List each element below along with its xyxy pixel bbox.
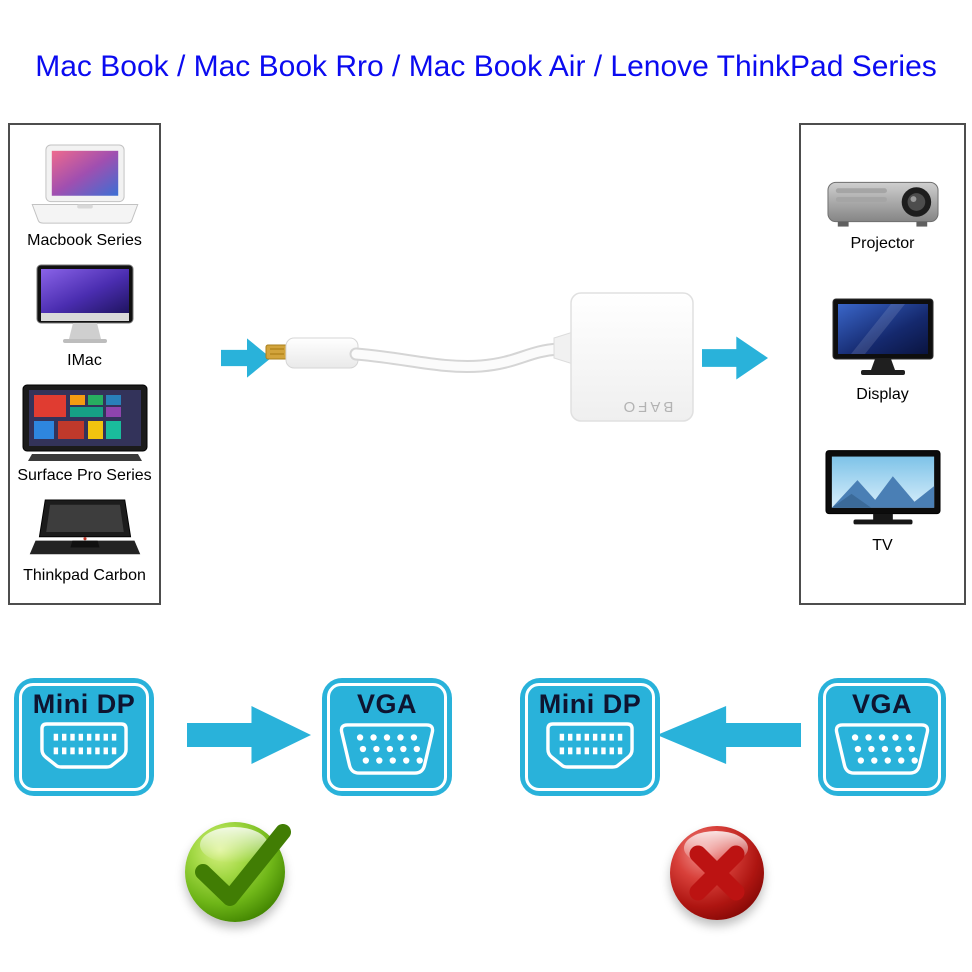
thinkpad-icon: [29, 499, 140, 555]
green-sphere: [185, 822, 285, 922]
device-thinkpad: Thinkpad Carbon: [23, 498, 146, 585]
result-supported: [185, 822, 291, 922]
device-display: Display: [831, 297, 935, 404]
arrow-left-icon: [657, 706, 801, 764]
badge-label-vga: VGA: [356, 689, 417, 719]
source-devices-panel: Macbook Series IMac: [8, 123, 161, 605]
red-sphere: [670, 826, 764, 920]
vga-port-icon: [339, 723, 435, 775]
device-macbook: Macbook Series: [25, 143, 145, 250]
badge-label-vga: VGA: [851, 689, 912, 719]
device-label-projector: Projector: [850, 234, 915, 252]
badge-label-minidp: Mini DP: [32, 689, 136, 719]
output-devices-panel: Projector Display: [799, 123, 966, 605]
macbook-icon: [31, 144, 138, 224]
badge-frame: VGA: [823, 683, 941, 791]
device-projector: Projector: [826, 174, 940, 253]
surface-pro-icon: [22, 384, 147, 461]
minidp-to-vga-adapter: BAFO: [265, 292, 694, 422]
badge-vga-correct: VGA: [322, 678, 452, 796]
projector-icon: [826, 181, 939, 227]
device-surface-pro: Surface Pro Series: [17, 384, 152, 485]
badge-frame: VGA: [327, 683, 447, 791]
minidp-port-icon: [546, 722, 634, 769]
device-tv: TV: [824, 448, 942, 555]
badge-vga-wrong: VGA: [818, 678, 946, 796]
device-imac: IMac: [35, 263, 135, 370]
badge-minidp-correct: Mini DP: [14, 678, 154, 796]
arrow-right-icon: [221, 338, 271, 378]
badge-frame: Mini DP: [525, 683, 655, 791]
arrow-right-icon: [702, 336, 768, 380]
display-icon: [832, 298, 933, 375]
tv-icon: [824, 450, 941, 525]
minidp-port-icon: [40, 722, 128, 769]
arrow-right-icon: [187, 706, 311, 764]
device-label-tv: TV: [872, 536, 893, 554]
vga-port-icon: [834, 723, 930, 775]
imac-icon: [36, 264, 133, 344]
page-title: Mac Book / Mac Book Rro / Mac Book Air /…: [35, 50, 937, 83]
device-label-imac: IMac: [67, 352, 102, 370]
result-not-supported: [670, 826, 764, 920]
device-label-macbook: Macbook Series: [27, 231, 142, 249]
badge-label-minidp: Mini DP: [538, 689, 642, 719]
device-label-thinkpad: Thinkpad Carbon: [23, 567, 146, 585]
badge-frame: Mini DP: [19, 683, 149, 791]
device-label-display: Display: [856, 385, 909, 403]
badge-minidp-wrong: Mini DP: [520, 678, 660, 796]
device-label-surface: Surface Pro Series: [17, 466, 152, 484]
adapter-brand-text: BAFO: [621, 398, 674, 415]
